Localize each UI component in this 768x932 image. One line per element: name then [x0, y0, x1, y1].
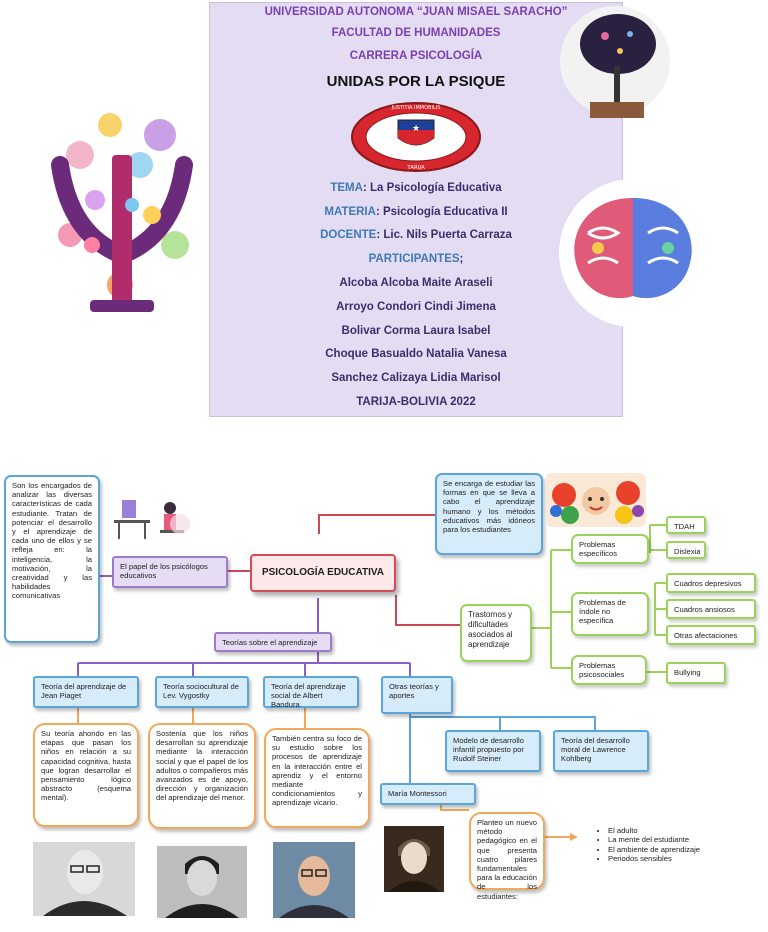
participant-2: Arroyo Condori Cindi Jimena [336, 301, 496, 313]
participantes-separator: ; [459, 253, 464, 265]
painted-hands-image [546, 473, 646, 527]
floral-psi-image [40, 95, 205, 335]
other-affect-node: Otras afectaciones [666, 625, 756, 645]
colorful-brain-image [558, 178, 708, 328]
docente-value: : Lic. Nils Puerta Carraza [376, 229, 512, 241]
participant-4: Choque Basualdo Natalia Vanesa [325, 348, 507, 360]
cover-page: UNIVERSIDAD AUTONOMA “JUAN MISAEL SARACH… [209, 2, 623, 417]
definition-node: Se encarga de estudiar las formas en que… [435, 473, 543, 555]
participantes-line: PARTICIPANTES; [210, 253, 622, 265]
crest-city: TARIJA [406, 165, 425, 171]
tdah-node: TDAH [666, 516, 706, 534]
materia-value: : Psicología Educativa II [375, 206, 508, 218]
anxious-node: Cuadros ansiosos [666, 599, 756, 619]
university-crest: ★ JUSTITIA IMMOBILIS TARIJA [350, 100, 482, 175]
nonspecific-problems-node: Problemas de índole no específica [571, 592, 649, 636]
tema-value: : La Psicología Educativa [362, 182, 502, 194]
center-node: PSICOLOGÍA EDUCATIVA [250, 554, 396, 592]
theories-node: Teorías sobre el aprendizaje [214, 632, 332, 652]
specific-problems-node: Problemas específicos [571, 534, 649, 564]
piaget-description: Su teoría ahondo en las etapas que pasan… [33, 723, 139, 827]
crest-motto: JUSTITIA IMMOBILIS [391, 105, 441, 111]
psychologists-description: Son los encargados de analizar las diver… [4, 475, 100, 643]
montessori-pillars: El adulto La mente del estudiante El amb… [594, 826, 700, 863]
docente-line: DOCENTE: Lic. Nils Puerta Carraza [210, 229, 622, 241]
role-node: El papel de los psicólogos educativos [112, 556, 228, 588]
piaget-node: Teoría del aprendizaje de Jean Piaget [33, 676, 139, 708]
materia-line: MATERIA: Psicología Educativa II [210, 206, 622, 218]
participantes-label: PARTICIPANTES [368, 253, 460, 265]
steiner-node: Modelo de desarrollo infantil propuesto … [445, 730, 541, 772]
vygotsky-node: Teoría sociocultural de Lev. Vygostky [155, 676, 249, 708]
bandura-node: Teoría del aprendizaje social de Albert … [263, 676, 359, 709]
university-name: UNIVERSIDAD AUTONOMA “JUAN MISAEL SARACH… [264, 6, 568, 18]
bandura-description: También centra su foco de su estudio sob… [264, 728, 370, 828]
group-name: UNIDAS POR LA PSIQUE [326, 73, 506, 90]
bullying-node: Bullying [666, 662, 726, 684]
montessori-description: Planteo un nuevo método pedagógico en el… [469, 812, 545, 901]
career-name: CARRERA PSICOLOGÍA [349, 50, 483, 62]
montessori-node: María Montessori [380, 783, 476, 805]
participant-5: Sanchez Calizaya Lidia Marisol [331, 372, 501, 384]
materia-label: MATERIA [324, 206, 376, 218]
bandura-portrait [273, 842, 355, 918]
psychologist-illustration [112, 494, 192, 542]
montessori-portrait [384, 826, 444, 892]
svg-text:★: ★ [412, 124, 420, 134]
connector-lines [77, 514, 666, 841]
faculty-name: FACULTAD DE HUMANIDADES [331, 27, 501, 39]
disorders-node: Trastornos y dificultades asociados al a… [460, 604, 532, 662]
participant-3: Bolivar Corma Laura Isabel [341, 325, 491, 337]
pillar-item: La mente del estudiante [608, 835, 700, 844]
dislexia-node: Dislexia [666, 541, 706, 559]
tema-line: TEMA: La Psicología Educativa [210, 182, 622, 194]
psychosocial-node: Problemas psicosociales [571, 655, 647, 685]
pillar-item: Periodos sensibles [608, 854, 700, 863]
piaget-portrait [33, 842, 135, 916]
tree-image [560, 6, 670, 126]
vygotsky-description: Sostenía que los niños desarrollan su ap… [148, 723, 256, 829]
kohlberg-node: Teoría del desarrollo moral de Lawrence … [553, 730, 649, 772]
place-year: TARIJA-BOLIVIA 2022 [356, 396, 476, 408]
pillar-item: El adulto [608, 826, 700, 835]
vygotsky-portrait [157, 846, 247, 918]
depressive-node: Cuadros depresivos [666, 573, 756, 593]
pillar-item: El ambiente de aprendizaje [608, 845, 700, 854]
participant-1: Alcoba Alcoba Maite Araseli [339, 277, 493, 289]
docente-label: DOCENTE [320, 229, 377, 241]
tema-label: TEMA [330, 182, 363, 194]
other-theories-node: Otras teorías y aportes [381, 676, 453, 714]
